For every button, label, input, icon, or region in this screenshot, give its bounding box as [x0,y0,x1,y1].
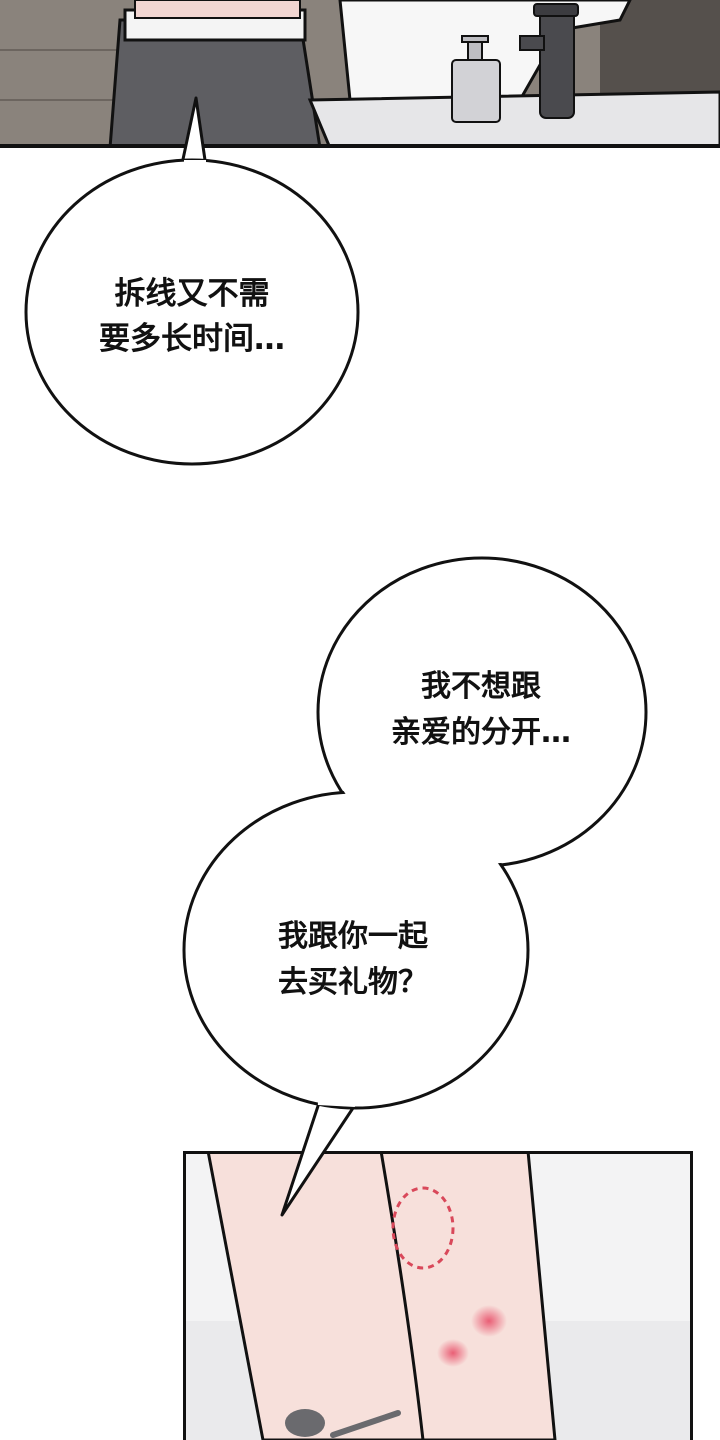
bubble-3-tail [280,1099,357,1217]
bottom-panel-border [183,1151,693,1440]
bubble-3-text: 我跟你一起 去买礼物？ [212,914,494,1006]
shirt-pink [134,0,301,19]
bubble-2-text: 我不想跟 亲爱的分开… [340,664,622,756]
arm-crease [379,1151,425,1440]
bubble-2-line-1: 我不想跟 [421,669,541,704]
bubble-3-line-1: 我跟你一起 [278,919,428,954]
bruise-2 [437,1339,469,1367]
speech-bubble-1 [24,96,360,466]
tattoo-mark [285,1409,325,1437]
arm-scene [183,1151,693,1440]
bubble-1-text: 拆线又不需 要多长时间… [52,272,332,362]
bubble-3-line-2: 去买礼物？ [278,965,428,1000]
bathroom-scene [0,0,720,148]
soap-bottle [451,35,501,123]
bubble-1-line-1: 拆线又不需 [114,276,270,312]
scar-circle [391,1186,455,1270]
tattoo-line [330,1410,401,1438]
arm [206,1151,557,1440]
bubble-1-line-2: 要多长时间… [99,321,285,357]
faucet [519,3,579,119]
bubble-2-line-2: 亲爱的分开… [391,715,571,750]
top-panel [0,0,720,148]
sink [307,90,720,148]
bottom-panel [183,1151,693,1440]
bruise-1 [471,1305,507,1337]
bubble-1-tail [180,96,207,165]
